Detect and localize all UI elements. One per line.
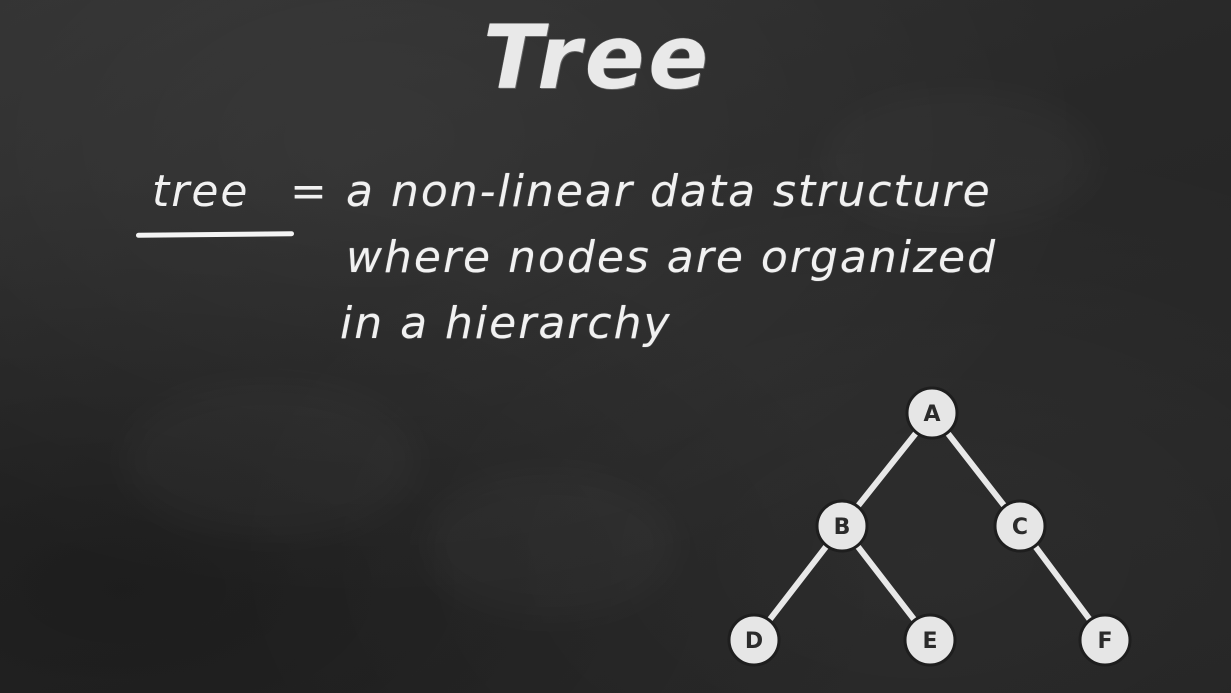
tree-node-label: D (745, 629, 763, 654)
tree-node-circle (903, 613, 957, 667)
edge-layer (751, 410, 1108, 643)
tree-node-label: E (922, 629, 937, 654)
tree-node-d: D (727, 613, 781, 667)
defined-term: tree (152, 166, 250, 217)
tree-node-f: F (1078, 613, 1132, 667)
tree-node-label: B (834, 515, 851, 540)
tree-node-label: C (1012, 515, 1028, 540)
definition-line-1: a non-linear data structure (346, 166, 992, 217)
tree-node-circle (905, 386, 959, 440)
tree-node-a: A (905, 386, 959, 440)
slide-title: Tree (482, 6, 713, 109)
tree-node-c: C (993, 499, 1047, 553)
tree-node-circle (993, 499, 1047, 553)
tree-node-circle (815, 499, 869, 553)
tree-node-b: B (815, 499, 869, 553)
definition-line-2: where nodes are organized (346, 232, 998, 283)
definition-line-3: in a hierarchy (340, 298, 672, 349)
tree-node-e: E (903, 613, 957, 667)
tree-node-circle (1078, 613, 1132, 667)
tree-node-label: A (923, 402, 940, 427)
tree-node-label: F (1097, 629, 1112, 654)
node-layer: A B C D E F (727, 386, 1132, 667)
equals-sign: = (290, 166, 327, 217)
tree-node-circle (727, 613, 781, 667)
